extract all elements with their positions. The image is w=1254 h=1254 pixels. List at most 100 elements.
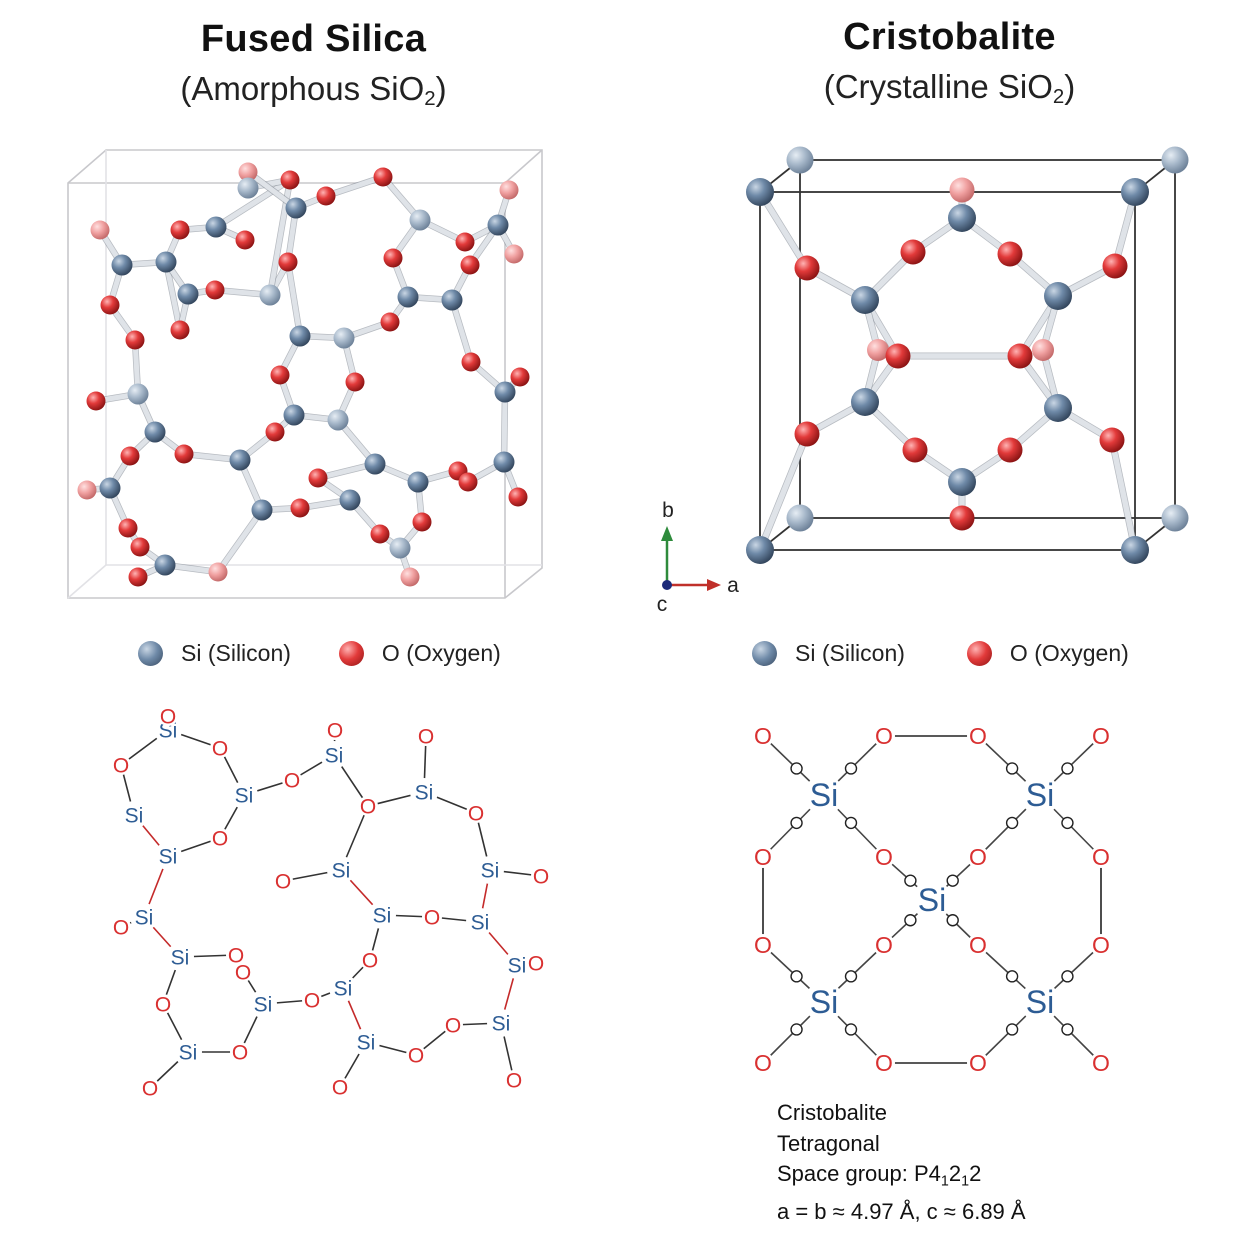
o-label-bg [967, 934, 989, 956]
crystal-system: Tetragonal [777, 1130, 880, 1156]
o-label: O [875, 723, 893, 749]
si-label: Si [325, 744, 344, 767]
silicon-atom [407, 471, 429, 493]
o-label-bg [873, 1052, 895, 1074]
o-label-bg [526, 953, 546, 973]
bond-midpoint [904, 914, 917, 927]
o-label-bg [422, 907, 442, 927]
oxygen-atom [499, 180, 519, 200]
silicon-atom [746, 536, 774, 564]
o-label-bg [358, 796, 378, 816]
bond [1109, 437, 1138, 553]
bond-midpoint [1061, 816, 1074, 830]
si-label-bg [174, 1038, 202, 1066]
si-label-bg [154, 842, 182, 870]
o-legend-label: O (Oxygen) [1009, 640, 1129, 666]
si-label-bg [120, 801, 148, 829]
o-label: O [754, 844, 772, 870]
o-label-bg [153, 994, 173, 1014]
silicon-atom [746, 178, 774, 206]
si-label-bg [410, 778, 438, 806]
o-label: O [754, 1050, 772, 1076]
silicon-atom [99, 477, 121, 499]
oxygen-atom [270, 365, 290, 385]
o-label-bg [111, 755, 131, 775]
o-label-bg [873, 846, 895, 868]
o-label-bg [210, 738, 230, 758]
silicon-atom [364, 453, 386, 475]
o-label: O [754, 932, 772, 958]
oxygen-atom [400, 567, 420, 587]
o-label-bg [531, 866, 551, 886]
si-label-bg [503, 951, 531, 979]
bond-midpoint [1005, 970, 1019, 983]
o-label: O [113, 916, 129, 939]
si-legend-label: Si (Silicon) [795, 640, 905, 666]
silicon-atom [155, 251, 177, 273]
silicon-atom [1161, 146, 1189, 174]
oxygen-atom [308, 468, 328, 488]
silicon-atom [1161, 504, 1189, 532]
silicon-atom [251, 499, 273, 521]
si-label-bg [320, 741, 348, 769]
o-label: O [969, 723, 987, 749]
silicon-atom [154, 554, 176, 576]
silicon-atom [127, 383, 149, 405]
silicon-atom [229, 449, 251, 471]
oxygen-atom [205, 280, 225, 300]
silicon-atom [948, 468, 976, 496]
bond-midpoint [1061, 1023, 1074, 1036]
silicon-atom [494, 381, 516, 403]
o-label: O [235, 961, 251, 984]
o-label-bg [1090, 725, 1112, 747]
o-legend-label: O (Oxygen) [381, 640, 501, 666]
si-label-bg [476, 856, 504, 884]
o-label-bg [140, 1078, 160, 1098]
oxygen-atom [290, 498, 310, 518]
o-label: O [528, 952, 544, 975]
o-label: O [445, 1014, 461, 1037]
oxygen-atom [373, 167, 393, 187]
o-label: O [418, 725, 434, 748]
si-label: Si [373, 904, 392, 927]
bond-midpoint [844, 970, 858, 983]
o-label: O [275, 870, 291, 893]
si-label-bg [487, 1009, 515, 1037]
fused-silica-title: Fused Silica [200, 18, 427, 60]
bond [215, 507, 265, 575]
oxygen-atom [1032, 339, 1054, 361]
oxygen-atom [455, 232, 475, 252]
oxygen-atom [1099, 427, 1125, 453]
space-group: Space group: P41212 [777, 1161, 982, 1190]
si-label-bg [329, 974, 357, 1002]
silicon-atom [1044, 394, 1072, 422]
si-label: Si [471, 911, 490, 934]
silicon-atom [289, 325, 311, 347]
o-label: O [969, 932, 987, 958]
o-label: O [506, 1069, 522, 1092]
amorphous-atoms [77, 162, 530, 587]
o-label: O [232, 1041, 248, 1064]
silicon-atom [786, 146, 814, 174]
si-label: Si [508, 954, 527, 977]
silicon-atom [1121, 536, 1149, 564]
silicon-atom [111, 254, 133, 276]
si-label: Si [481, 859, 500, 882]
oxygen-atom [902, 437, 928, 463]
si-label-bg [166, 943, 194, 971]
bond-midpoint [790, 1023, 803, 1036]
bond-midpoint [790, 970, 803, 983]
oxygen-atom [900, 239, 926, 265]
silicon-atom [339, 489, 361, 511]
si-label: Si [254, 993, 273, 1016]
crystal-info-block: Cristobalite Tetragonal Space group: P41… [777, 1098, 1026, 1227]
bond-midpoint [790, 816, 803, 830]
o-label: O [533, 865, 549, 888]
silicon-atom [397, 286, 419, 308]
bond-midpoint [904, 874, 917, 887]
o-label-bg [360, 950, 380, 970]
silicon-atom [237, 177, 259, 199]
oxygen-atom [885, 343, 911, 369]
